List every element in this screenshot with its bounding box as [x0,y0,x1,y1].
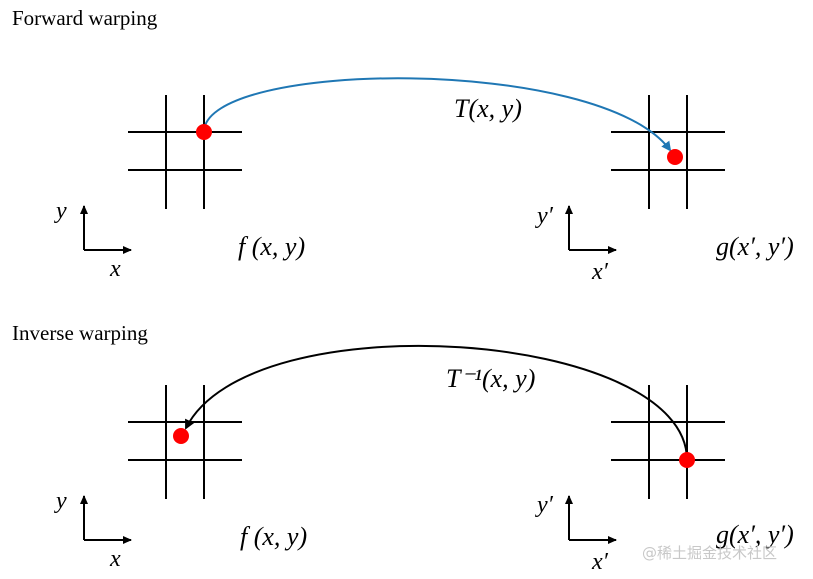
forward-transform-arrow [203,77,672,152]
inverse-transform-label: T⁻¹(x, y) [446,364,536,393]
inverse-source-y-label: y [56,488,67,514]
forward-target-y-label: y′ [537,203,553,229]
forward-transform-label: T(x, y) [454,94,522,123]
forward-title: Forward warping [12,6,158,30]
forward-source-label: f (x, y) [238,232,306,261]
watermark: @稀土掘金技术社区 [642,544,778,562]
forward-source-y-label: y [56,198,67,224]
inverse-target-label: g(x′, y′) [716,520,794,549]
forward-source-axes [80,205,132,254]
inverse-source-x-label: x [110,546,121,572]
inverse-source-label: f (x, y) [240,522,308,551]
inverse-target-grid [611,385,725,499]
inverse-transform-arrow [185,344,688,461]
inverse-title: Inverse warping [12,321,148,345]
inverse-target-axes [565,495,617,544]
forward-target-axes [565,205,617,254]
forward-target-grid [611,95,725,209]
inverse-target-x-label: x′ [592,549,608,575]
forward-target-x-label: x′ [592,259,608,285]
inverse-target-y-label: y′ [537,492,553,518]
inverse-target-point [679,452,695,468]
forward-source-point [196,124,212,140]
inverse-source-grid [128,385,242,499]
forward-target-point [667,149,683,165]
forward-source-x-label: x [110,256,121,282]
inverse-source-point [173,428,189,444]
forward-target-label: g(x′, y′) [716,232,794,261]
forward-source-grid [128,95,242,209]
inverse-source-axes [80,495,132,544]
